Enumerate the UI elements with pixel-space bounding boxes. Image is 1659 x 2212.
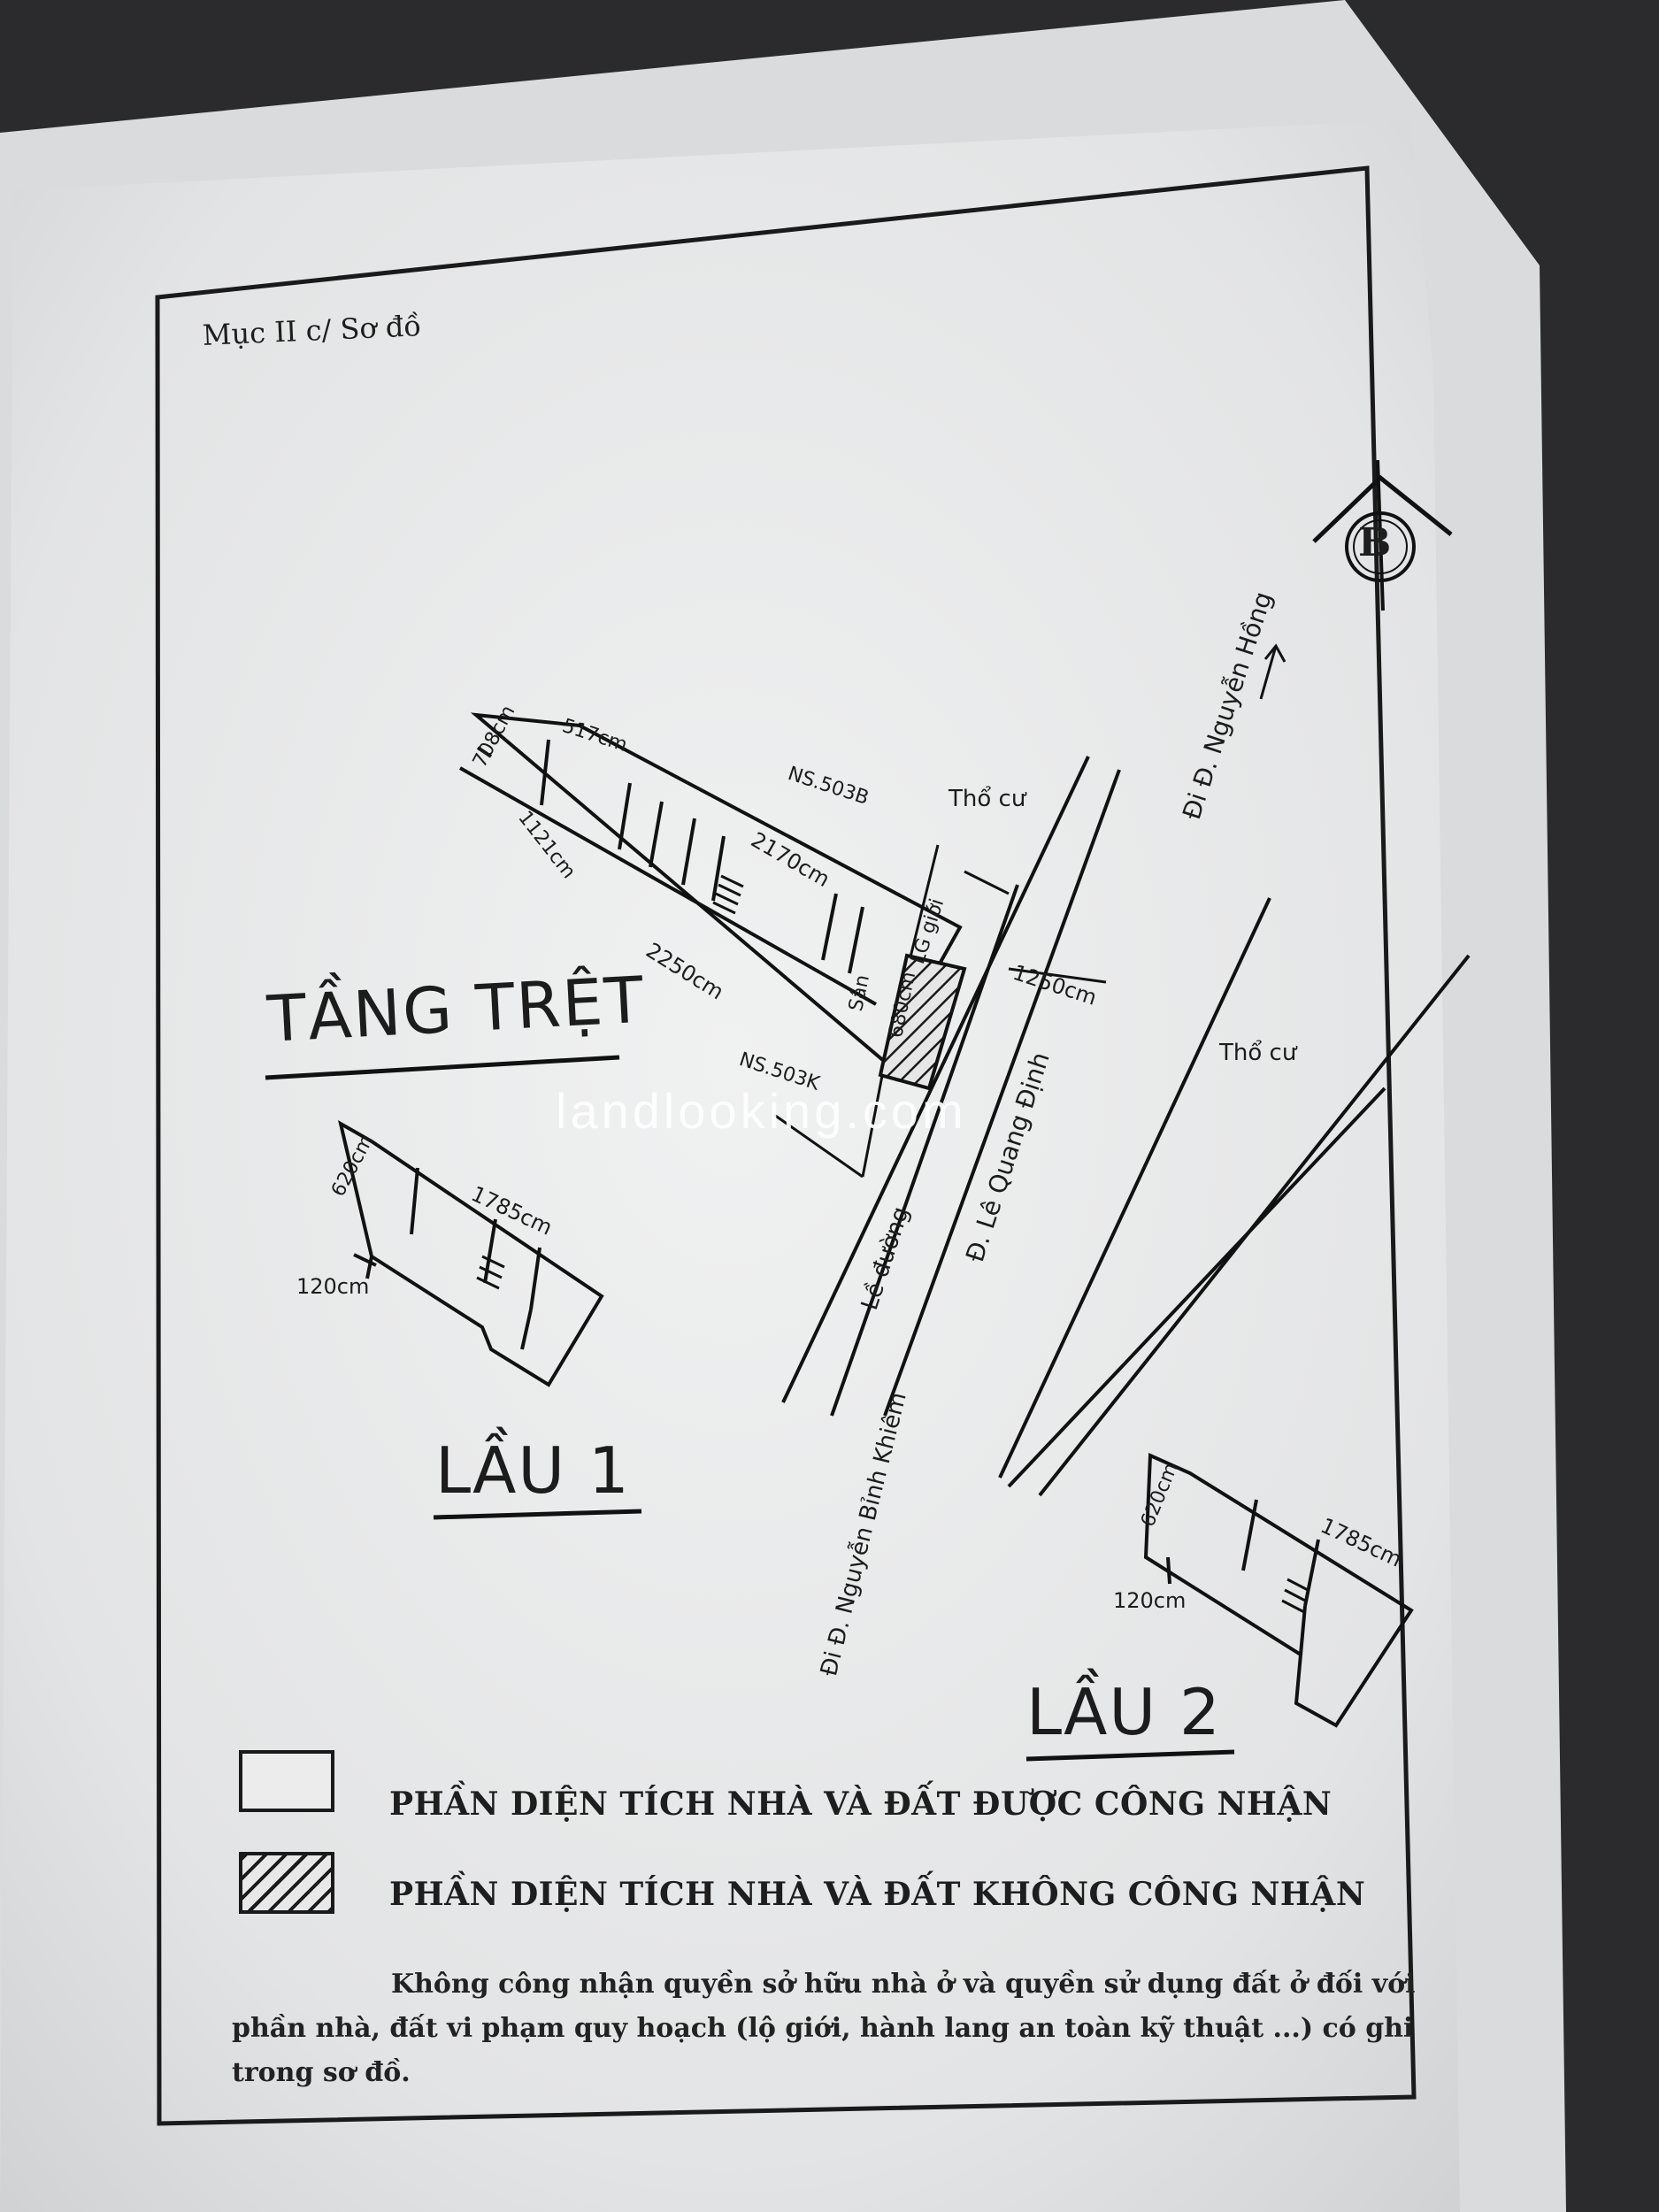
street-arrow-icon — [1259, 643, 1286, 700]
document-frame — [155, 165, 1417, 2126]
legend-recognized-swatch — [239, 1750, 334, 1812]
paper-sheet — [0, 119, 1460, 2212]
north-arrow-label: B — [1358, 520, 1392, 565]
legend-not-recognized-label: PHẦN DIỆN TÍCH NHÀ VÀ ĐẤT KHÔNG CÔNG NHẬ… — [389, 1876, 1366, 1913]
floor1-title-underline — [433, 1509, 642, 1520]
not-recognized-area — [878, 953, 967, 1091]
streets — [781, 756, 1471, 1497]
floor1-dim-120: 120cm — [296, 1274, 370, 1299]
legend-not-recognized-swatch — [239, 1852, 334, 1914]
floor2-title-underline — [1025, 1749, 1235, 1762]
watermark: landlooking.com — [556, 1083, 967, 1139]
floor1-title: LẦU 1 — [435, 1433, 631, 1508]
legal-note: Không công nhận quyền sở hữu nhà ở và qu… — [232, 1969, 1416, 2088]
ground-title-underline — [265, 1055, 620, 1080]
ground-floor-plan — [459, 712, 1107, 1179]
north-arrow-icon — [1312, 459, 1453, 611]
residential-land-right: Thổ cư — [1219, 1040, 1297, 1066]
legend-recognized-label: PHẦN DIỆN TÍCH NHÀ VÀ ĐẤT ĐƯỢC CÔNG NHẬN — [389, 1786, 1333, 1823]
residential-land-top: Thổ cư — [949, 786, 1026, 812]
floor2-dim-120: 120cm — [1113, 1588, 1187, 1613]
floor2-plan — [1143, 1452, 1414, 1728]
floor1-plan — [338, 1119, 604, 1387]
floor2-title: LẦU 2 — [1026, 1675, 1222, 1749]
